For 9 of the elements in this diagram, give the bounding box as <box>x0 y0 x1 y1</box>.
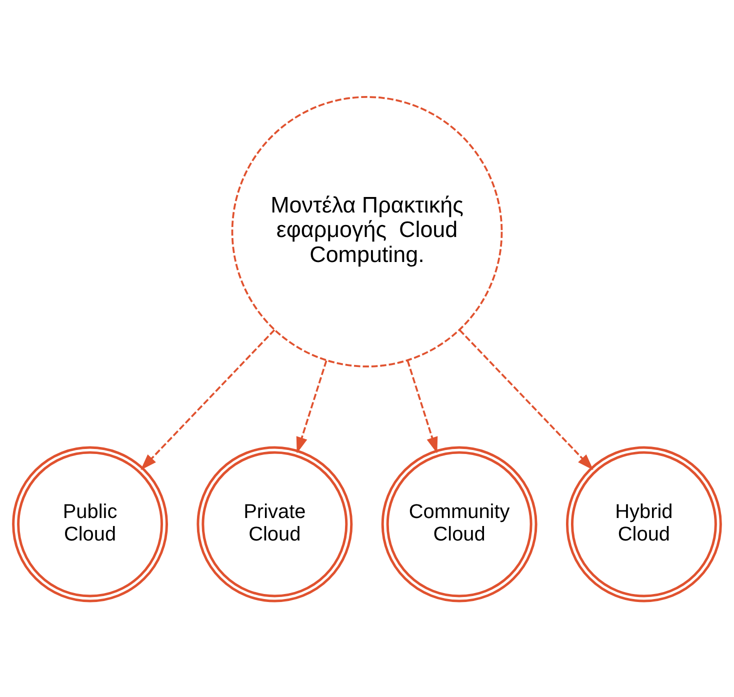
node-circle: Community Cloud <box>381 446 538 602</box>
arrow <box>406 360 438 453</box>
arrow <box>458 328 594 470</box>
node-circle: Public Cloud <box>12 446 168 602</box>
node-circle: Μοντέλα Πρακτικής εφαρμογής Cloud Computing. <box>231 96 503 367</box>
node-circle: Private Cloud <box>196 446 353 602</box>
arrow <box>296 360 328 453</box>
arrow <box>140 328 276 470</box>
node-circle: Hybrid Cloud <box>566 446 722 602</box>
